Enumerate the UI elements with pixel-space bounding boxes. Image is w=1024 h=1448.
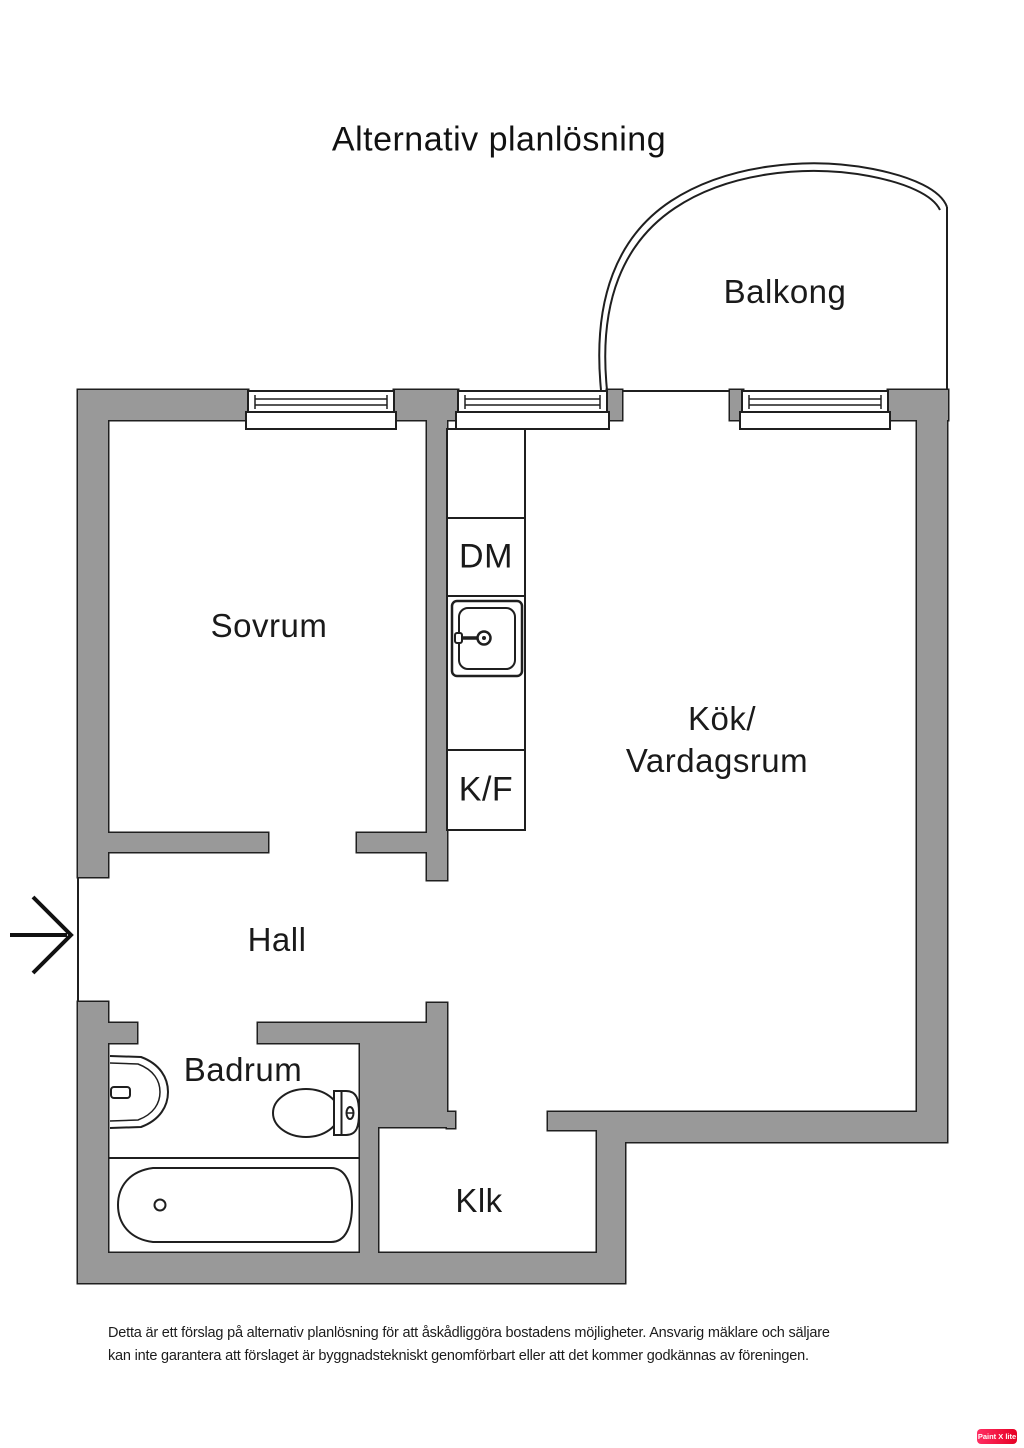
label-hall: Hall: [247, 921, 307, 958]
label-balcony: Balkong: [723, 273, 847, 310]
washbasin-tap: [110, 1086, 131, 1099]
watermark-badge: Paint X lite: [977, 1429, 1017, 1444]
label-kitchen-living-line1: Kök/: [687, 700, 757, 737]
entry-arrow-head: [31, 895, 74, 975]
balcony-railing: [598, 162, 948, 392]
sink-faucet-base: [454, 632, 463, 644]
window-sill: [245, 411, 397, 430]
entrance: [10, 877, 79, 1002]
label-bedroom: Sovrum: [210, 607, 328, 644]
sink-faucet-dot: [482, 636, 486, 640]
label-dishwasher: DM: [459, 537, 513, 576]
window-sill: [739, 411, 891, 430]
washbasin-inner: [109, 1062, 161, 1122]
window-kitchen-left: [455, 390, 610, 430]
disclaimer-line1: Detta är ett förslag på alternativ planl…: [108, 1325, 830, 1341]
kitchen-sink: [450, 599, 524, 678]
bathtub-drain: [153, 1198, 167, 1212]
label-closet: Klk: [455, 1182, 503, 1219]
window-bedroom: [245, 390, 397, 430]
bathroom-fixtures: [108, 1055, 361, 1243]
window-frame: [741, 390, 889, 413]
window-sill: [455, 411, 610, 430]
disclaimer-line2: kan inte garantera att förslaget är bygg…: [108, 1348, 809, 1364]
page-title: Alternativ planlösning: [331, 120, 667, 159]
toilet: [272, 1088, 361, 1138]
label-kitchen-living-line2: Vardagsrum: [625, 742, 809, 779]
balcony-curve-inner: [604, 169, 941, 391]
window-frame: [457, 390, 608, 413]
balcony-curve-outer: [598, 162, 948, 391]
toilet-bowl: [272, 1088, 340, 1138]
window-kitchen-right: [739, 390, 891, 430]
watermark-label: Paint X lite: [977, 1432, 1017, 1441]
window-frame: [247, 390, 395, 413]
label-fridge-freezer: K/F: [458, 770, 514, 809]
label-bathroom: Badrum: [183, 1051, 303, 1088]
disclaimer-text: Detta är ett förslag på alternativ planl…: [108, 1322, 928, 1368]
kitchen-counter: [446, 428, 526, 831]
bathtub: [116, 1167, 354, 1243]
